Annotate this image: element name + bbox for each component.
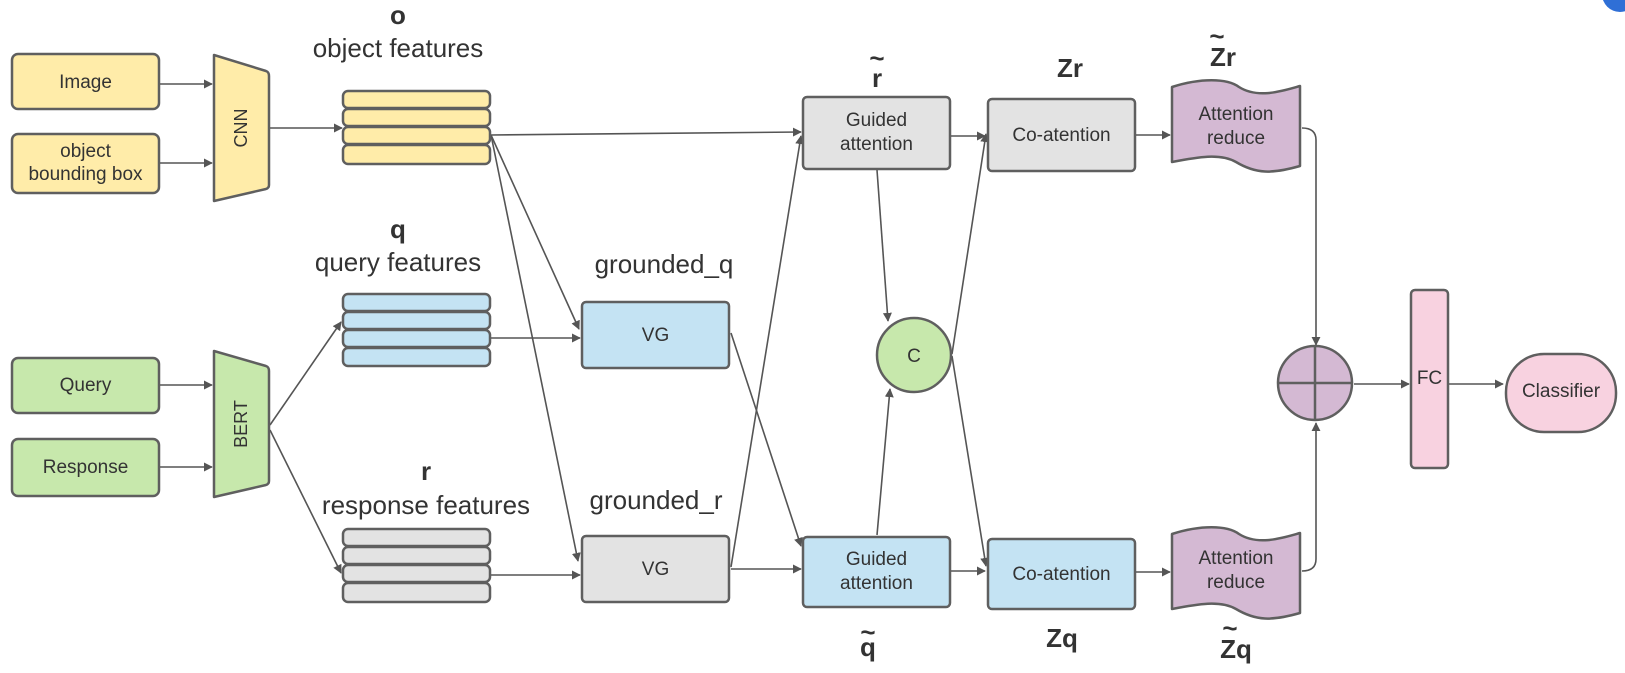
- encoder-bert: BERT: [212, 349, 271, 499]
- input-image: Image: [10, 52, 161, 111]
- guided-attention-q-line1: Guided: [846, 549, 907, 570]
- attention-reduce-r: Attention reduce: [1170, 79, 1302, 173]
- response-features-stack: [341, 527, 492, 604]
- input-bbox-label-line2: bounding box: [28, 164, 143, 185]
- vg-response-label: VG: [642, 559, 669, 580]
- vg-query-label: VG: [642, 325, 669, 346]
- edge-bert-response-features: [269, 429, 342, 574]
- input-image-label: Image: [59, 72, 112, 93]
- zr-tilde-mark-icon: ~: [1209, 21, 1224, 51]
- input-response: Response: [10, 437, 161, 498]
- edge-reduce-r-sum: [1301, 127, 1321, 346]
- sum-node-icon: [1276, 344, 1354, 422]
- edge-reduce-q-sum: [1301, 422, 1321, 572]
- edge-combine-coattn-q: [951, 355, 990, 567]
- input-query-label: Query: [60, 375, 112, 396]
- classifier-label: Classifier: [1522, 381, 1601, 402]
- zq-tilde-label: Zq: [1220, 634, 1252, 664]
- edge-object-guided-r: [490, 127, 802, 137]
- coattention-q-box: Co-atention: [986, 537, 1137, 611]
- edge-vgr-guided-r: [730, 135, 805, 568]
- edge-guided-q-combine: [876, 388, 894, 536]
- combine-node: C: [875, 316, 953, 394]
- response-features-title: response features: [322, 490, 530, 520]
- edge-guided-r-combine: [876, 169, 892, 322]
- grounded-r-title: grounded_r: [590, 485, 723, 515]
- query-features-stack: [341, 292, 492, 368]
- response-features-symbol: r: [421, 456, 431, 486]
- edge-vgq-guided-q: [730, 332, 803, 547]
- query-features-title: query features: [315, 247, 481, 277]
- edge-combine-coattn-r: [951, 133, 990, 355]
- vg-query-box: VG: [580, 300, 731, 370]
- edges: [160, 79, 1504, 580]
- q-tilde-symbol: q: [860, 632, 876, 662]
- grounded-q-title: grounded_q: [595, 249, 734, 279]
- object-features-symbol: o: [390, 0, 406, 30]
- combine-label: C: [907, 346, 921, 367]
- edge-object-vg-q: [490, 134, 580, 330]
- fc-layer: FC: [1409, 288, 1450, 470]
- object-features-title: object features: [313, 33, 484, 63]
- edge-object-vg-r: [490, 134, 581, 562]
- attention-reduce-r-line2: reduce: [1207, 128, 1265, 149]
- guided-attention-q-line2: attention: [840, 573, 913, 594]
- coattention-q-label: Co-atention: [1012, 564, 1110, 585]
- guided-attention-q-box: Guided attention: [801, 535, 952, 609]
- q-tilde-mark-icon: ~: [860, 617, 875, 647]
- corner-badge-icon: [1603, 0, 1625, 12]
- attention-reduce-q: Attention reduce: [1170, 526, 1302, 620]
- input-query: Query: [10, 356, 161, 415]
- r-tilde-symbol: r: [872, 63, 882, 93]
- encoder-cnn: CNN: [212, 53, 271, 203]
- attention-reduce-q-line1: Attention: [1199, 548, 1274, 569]
- guided-attention-r-line1: Guided: [846, 110, 907, 131]
- encoder-bert-label: BERT: [231, 400, 251, 448]
- coattention-r-label: Co-atention: [1012, 125, 1110, 146]
- edge-bert-query-features: [269, 321, 342, 426]
- attention-reduce-r-line1: Attention: [1199, 104, 1274, 125]
- classifier: Classifier: [1504, 352, 1618, 434]
- object-features-stack: [341, 89, 492, 166]
- guided-attention-r-box: Guided attention: [801, 95, 952, 171]
- zq-label: Zq: [1046, 623, 1078, 653]
- attention-reduce-q-line2: reduce: [1207, 572, 1265, 593]
- encoder-cnn-label: CNN: [231, 109, 251, 148]
- zr-label: Zr: [1057, 53, 1083, 83]
- guided-attention-r-line2: attention: [840, 134, 913, 155]
- coattention-r-box: Co-atention: [986, 97, 1137, 173]
- zq-tilde-mark-icon: ~: [1222, 613, 1237, 643]
- input-response-label: Response: [43, 457, 129, 478]
- r-tilde-mark-icon: ~: [869, 43, 884, 73]
- query-features-symbol: q: [390, 214, 406, 244]
- input-bbox-label-line1: object: [60, 141, 111, 162]
- vg-response-box: VG: [580, 534, 731, 604]
- zr-tilde-label: Zr: [1210, 42, 1236, 72]
- input-object-bounding-box: object bounding box: [10, 132, 161, 195]
- fc-label: FC: [1417, 368, 1442, 389]
